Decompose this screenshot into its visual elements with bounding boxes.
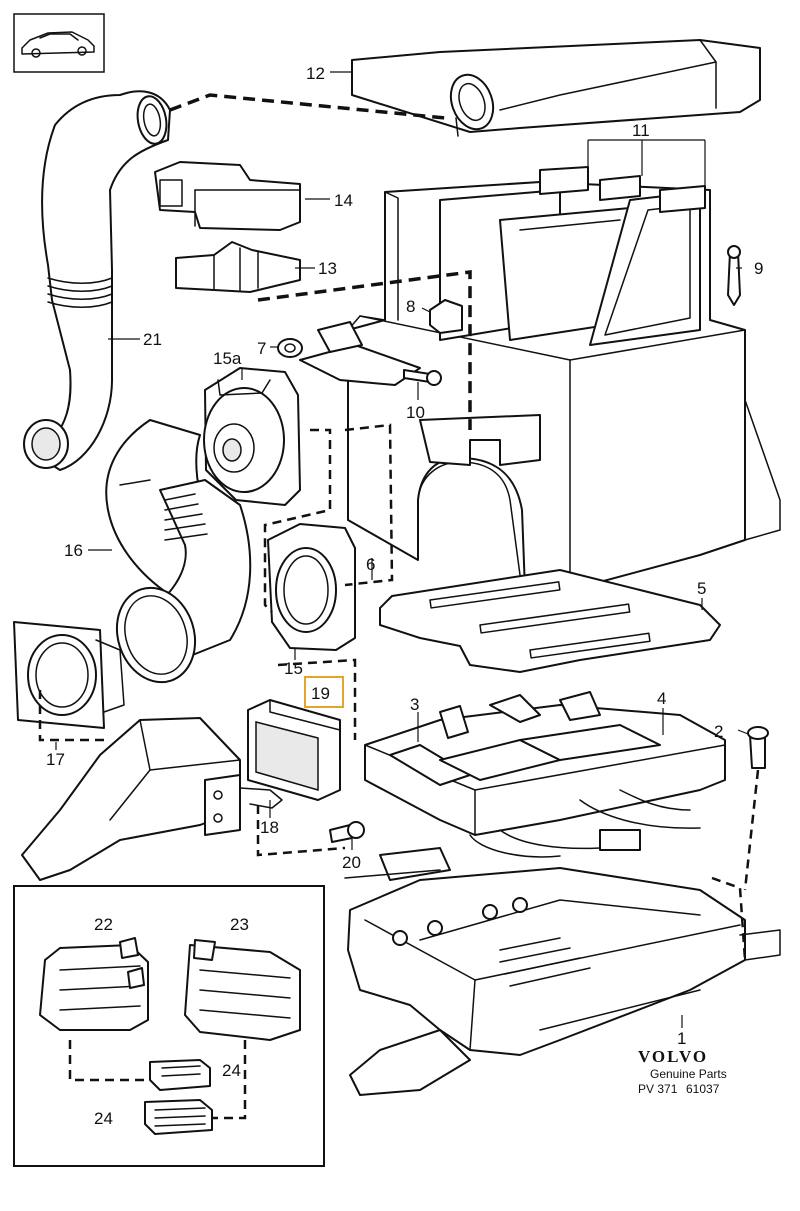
callout-21: 21 (143, 330, 162, 349)
part-5-mounting-plate (379, 569, 721, 673)
assembly-dashed-lines (38, 93, 760, 961)
volvo-brand-block: VOLVO Genuine Parts PV 371 61037 (638, 1047, 727, 1096)
part-12-air-duct-cover (351, 39, 761, 137)
brand-tagline: Genuine Parts (650, 1067, 727, 1081)
callout-24-bottom: 24 (94, 1109, 113, 1128)
callout-15a: 15a (213, 349, 242, 368)
callout-15: 15 (284, 659, 303, 678)
part-20-screw (329, 821, 365, 843)
part-3-4-control-board (364, 691, 726, 858)
callout-8: 8 (406, 297, 415, 316)
callout-4: 4 (657, 689, 666, 708)
part-8-clip (429, 299, 463, 334)
callout-13: 13 (318, 259, 337, 278)
brand-ref-number: 61037 (686, 1082, 720, 1096)
car-thumbnail-icon (13, 13, 105, 73)
callout-22: 22 (94, 915, 113, 934)
part-17-funnel-duct (21, 717, 241, 881)
callout-5: 5 (697, 579, 706, 598)
part-16-elbow-duct (105, 419, 252, 684)
part-14-connector-block (154, 161, 301, 231)
brand-ref-prefix: PV 371 (638, 1082, 678, 1096)
brand-name: VOLVO (638, 1047, 708, 1066)
part-10-screw (403, 369, 442, 386)
part-17-flange-adapter (13, 621, 125, 729)
part-21-air-hose (23, 90, 171, 471)
wiring-connector (344, 847, 451, 881)
inset-panel-22-24 (13, 885, 325, 1167)
callout-14: 14 (334, 191, 353, 210)
part-15a-blower-housing (203, 367, 301, 506)
part-2-screw (747, 726, 769, 769)
callout-7: 7 (257, 339, 266, 358)
callout-6: 6 (366, 555, 375, 574)
heater-housing (347, 166, 781, 591)
part-15-blower-ring (267, 523, 356, 651)
callout-16: 16 (64, 541, 83, 560)
callout-labels: 12 11 14 13 9 8 21 7 15a 10 16 6 5 15 19… (46, 64, 763, 1128)
part-1-bottom-tray (347, 867, 781, 1096)
part-22-board (39, 937, 149, 1031)
highlight-box-19 (304, 676, 344, 708)
part-13-bracket (175, 241, 301, 293)
callout-3: 3 (410, 695, 419, 714)
callout-11: 11 (632, 121, 650, 140)
callout-leader-lines (55, 71, 749, 1028)
part-7-grommet (277, 338, 303, 358)
part-19-air-filter (247, 699, 341, 801)
callout-12: 12 (306, 64, 325, 83)
part-9-screw (727, 245, 741, 306)
callout-10: 10 (406, 403, 425, 422)
callout-18: 18 (260, 818, 279, 837)
callout-19: 19 (311, 684, 330, 703)
part-18-clip (239, 787, 283, 809)
callout-20: 20 (342, 853, 361, 872)
part-24-connector-bottom (144, 1099, 213, 1135)
callout-2: 2 (714, 722, 723, 741)
callout-24-top: 24 (222, 1061, 241, 1080)
flap-lever (299, 321, 421, 386)
part-23-board (184, 939, 301, 1041)
callout-23: 23 (230, 915, 249, 934)
callout-1: 1 (677, 1029, 686, 1048)
callout-9: 9 (754, 259, 763, 278)
callout-17: 17 (46, 750, 65, 769)
part-24-connector-top (149, 1059, 211, 1091)
